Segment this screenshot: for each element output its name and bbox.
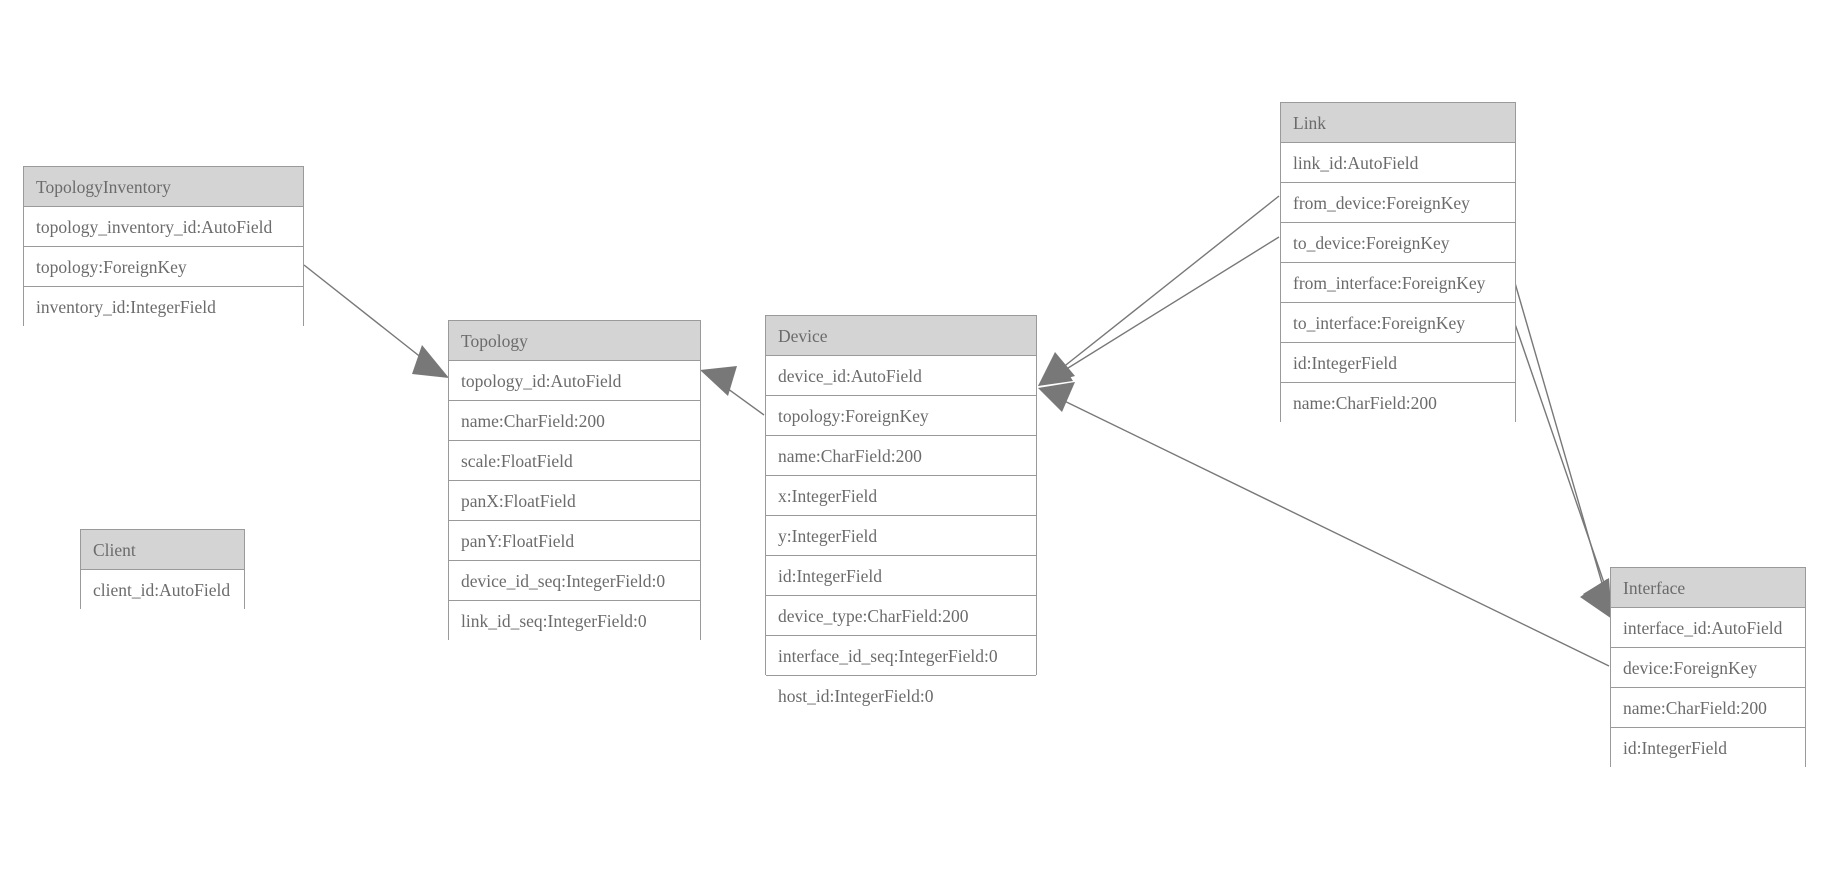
- relation-line: [712, 377, 765, 416]
- entity-title-device: Device: [766, 316, 1036, 356]
- relation-link-to-interface: [1514, 323, 1613, 619]
- relation-device-topology: [700, 366, 765, 416]
- entity-field-row: device_id:AutoField: [766, 356, 1036, 396]
- entity-field-row: link_id_seq:IntegerField:0: [449, 601, 700, 641]
- relation-arrowhead-icon: [1038, 352, 1075, 386]
- relation-arrowhead-icon: [1583, 578, 1612, 619]
- entity-field-row: host_id:IntegerField:0: [766, 676, 1036, 716]
- relation-link-from-interface: [1514, 282, 1612, 619]
- entity-field-row: scale:FloatField: [449, 441, 700, 481]
- entity-title-interface: Interface: [1611, 568, 1805, 608]
- entity-field-row: to_device:ForeignKey: [1281, 223, 1515, 263]
- entity-field-row: device_id_seq:IntegerField:0: [449, 561, 700, 601]
- entity-field-row: topology:ForeignKey: [24, 247, 303, 287]
- relation-arrowhead-icon: [1580, 579, 1612, 619]
- entity-field-row: from_device:ForeignKey: [1281, 183, 1515, 223]
- entity-field-row: name:CharField:200: [1281, 383, 1515, 423]
- entity-field-row: to_interface:ForeignKey: [1281, 303, 1515, 343]
- entity-field-row: y:IntegerField: [766, 516, 1036, 556]
- entity-title-topologyinventory: TopologyInventory: [24, 167, 303, 207]
- relation-arrowhead-icon: [1038, 382, 1075, 412]
- entity-field-row: panY:FloatField: [449, 521, 700, 561]
- entity-field-row: panX:FloatField: [449, 481, 700, 521]
- relation-link-from-device: [1038, 195, 1280, 386]
- relation-line: [1051, 394, 1610, 667]
- entity-field-row: inventory_id:IntegerField: [24, 287, 303, 327]
- relation-line: [1514, 323, 1613, 607]
- entity-field-row: topology_id:AutoField: [449, 361, 700, 401]
- entity-title-topology: Topology: [449, 321, 700, 361]
- entity-field-row: name:CharField:200: [1611, 688, 1805, 728]
- relation-interface-device: [1038, 382, 1610, 667]
- entity-title-client: Client: [81, 530, 244, 570]
- entity-field-row: from_interface:ForeignKey: [1281, 263, 1515, 303]
- relation-topologyinventory-topology: [303, 264, 449, 378]
- relation-arrowhead-icon: [700, 366, 737, 396]
- relation-line: [1514, 282, 1609, 605]
- entity-field-row: link_id:AutoField: [1281, 143, 1515, 183]
- relation-line: [1051, 195, 1280, 377]
- entity-field-row: device_type:CharField:200: [766, 596, 1036, 636]
- relation-arrowhead-icon: [412, 345, 449, 378]
- entity-field-row: client_id:AutoField: [81, 570, 244, 610]
- entity-field-row: name:CharField:200: [449, 401, 700, 441]
- relation-link-to-device: [1038, 236, 1280, 386]
- entity-field-row: interface_id:AutoField: [1611, 608, 1805, 648]
- entity-field-row: id:IntegerField: [1281, 343, 1515, 383]
- relation-line: [303, 264, 438, 371]
- entity-field-row: topology_inventory_id:AutoField: [24, 207, 303, 247]
- entity-field-row: interface_id_seq:IntegerField:0: [766, 636, 1036, 676]
- entity-title-link: Link: [1281, 103, 1515, 143]
- entity-field-row: id:IntegerField: [1611, 728, 1805, 768]
- entity-field-row: topology:ForeignKey: [766, 396, 1036, 436]
- entity-field-row: x:IntegerField: [766, 476, 1036, 516]
- entity-field-row: name:CharField:200: [766, 436, 1036, 476]
- relation-line: [1051, 236, 1280, 379]
- entity-field-row: device:ForeignKey: [1611, 648, 1805, 688]
- relation-arrowhead-icon: [1038, 355, 1073, 386]
- entity-field-row: id:IntegerField: [766, 556, 1036, 596]
